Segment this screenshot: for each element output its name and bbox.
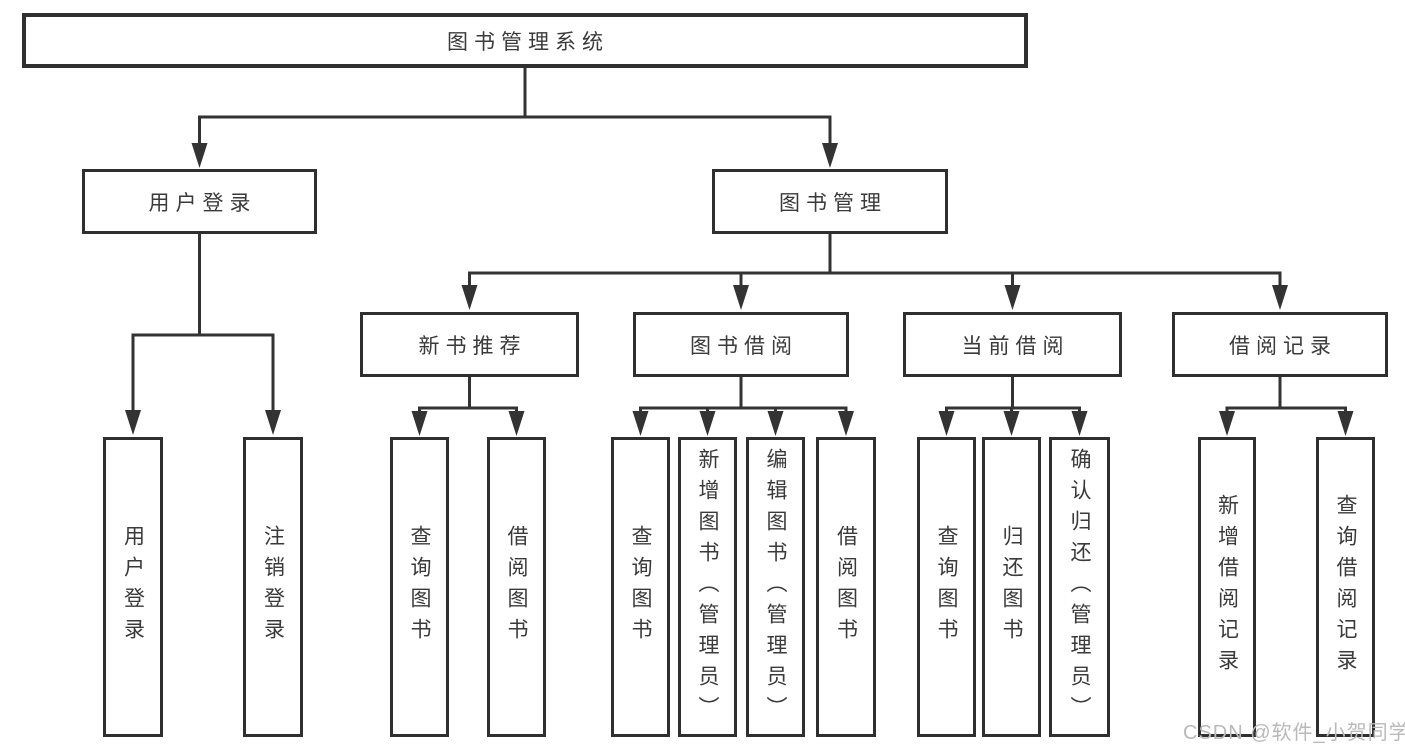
leaf-borrow-books: 借阅图书 [816,437,876,737]
node-label: 借阅记录 [1229,334,1337,358]
leaf-add-borrow-record: 新增借阅记录 [1198,437,1256,737]
node-new-book-recommend: 新书推荐 [360,312,579,377]
node-label: 确认归还（管理员） [1068,447,1092,727]
leaf-edit-books-admin: 编辑图书（管理员） [746,437,805,737]
node-label: 编辑图书（管理员） [764,447,788,727]
leaf-logout-login: 注销登录 [243,437,303,737]
node-label: 用户登录 [121,525,145,649]
node-label: 图书管理 [779,191,887,215]
node-label: 查询图书 [408,525,432,649]
leaf-borrow-query-books: 查询图书 [611,437,670,737]
node-label: 新增借阅记录 [1215,494,1239,680]
leaf-recommend-query-books: 查询图书 [390,437,449,737]
node-label: 用户登录 [148,191,257,215]
node-label: 查询图书 [935,525,959,649]
node-label: 图书管理系统 [447,30,609,54]
node-user-login: 用户登录 [82,169,317,234]
node-book-management: 图书管理 [712,169,948,234]
node-label: 查询图书 [629,525,653,649]
leaf-current-query-books: 查询图书 [917,437,976,737]
node-label: 新书推荐 [418,334,527,358]
node-book-borrow: 图书借阅 [633,312,849,377]
node-label: 图书借阅 [690,334,798,358]
leaf-user-login: 用户登录 [103,437,163,737]
leaf-add-books-admin: 新增图书（管理员） [678,437,737,737]
csdn-watermark: CSDN @软件_小贺同学 [1183,722,1405,744]
leaf-confirm-return-admin: 确认归还（管理员） [1049,437,1110,737]
node-label: 查询借阅记录 [1334,494,1358,680]
node-label: 归还图书 [1000,525,1024,649]
node-label: 借阅图书 [505,525,529,649]
node-current-borrow: 当前借阅 [903,312,1122,377]
leaf-query-borrow-record: 查询借阅记录 [1316,437,1375,737]
node-label: 新增图书（管理员） [696,447,720,727]
leaf-return-books: 归还图书 [982,437,1041,737]
node-label: 借阅图书 [834,525,858,649]
node-label: 当前借阅 [961,334,1070,358]
leaf-recommend-borrow-books: 借阅图书 [487,437,546,737]
node-borrow-records: 借阅记录 [1172,312,1388,377]
node-label: 注销登录 [261,525,285,649]
node-library-system: 图书管理系统 [22,13,1028,68]
